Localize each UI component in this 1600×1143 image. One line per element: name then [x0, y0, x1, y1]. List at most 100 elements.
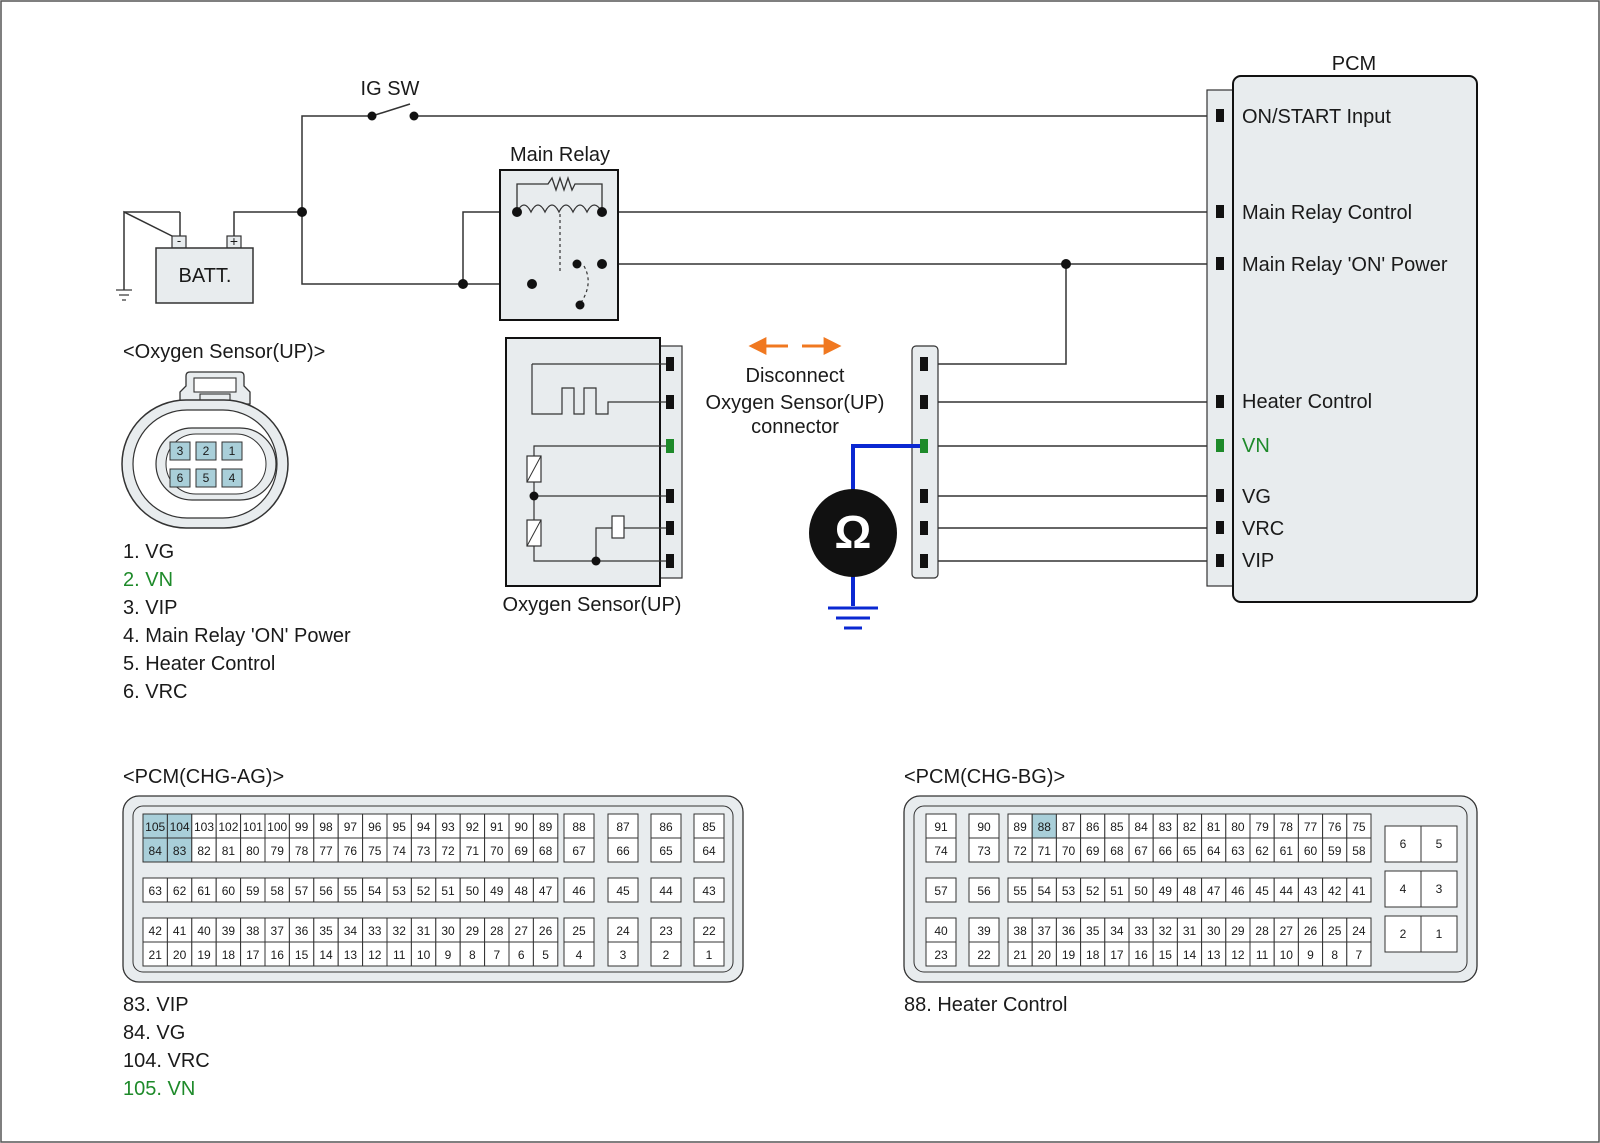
connector-pin-cell: [1322, 877, 1348, 903]
connector-pin-cell: [650, 837, 682, 863]
connector-pin-cell: [532, 877, 559, 903]
connector-pin-cell: [1249, 813, 1275, 839]
connector-pin-number: 51: [441, 884, 455, 898]
pcm-ag-pin-list-item: 105. VN: [123, 1078, 195, 1100]
sensor-pin: [195, 441, 217, 461]
connector-pin-number: 82: [197, 844, 211, 858]
connector-pin-number: 22: [977, 948, 991, 962]
connector-pin-number: 31: [417, 924, 431, 938]
connector-pin-number: 103: [194, 820, 214, 834]
connector-pin-number: 67: [1134, 844, 1148, 858]
sensor-pin: [221, 441, 243, 461]
connector-pin-cell: [166, 813, 193, 839]
connector-pin-number: 79: [271, 844, 285, 858]
connector-pin-number: 94: [417, 820, 431, 834]
connector-pin-number: 50: [1134, 884, 1148, 898]
pcm-pin-heater-control: Heater Control: [1242, 391, 1372, 413]
connector-pin-number: 61: [1280, 844, 1294, 858]
connector-pin-number: 7: [493, 948, 500, 962]
connector-pin-number: 72: [441, 844, 455, 858]
connector-pin-cell: [532, 837, 559, 863]
connector-pin-number: 60: [222, 884, 236, 898]
connector-pin-number: 79: [1255, 820, 1269, 834]
connector-pin-number: 64: [1207, 844, 1221, 858]
connector-pin-cell: [142, 941, 168, 967]
connector-pin-cell: [484, 813, 510, 839]
connector-pin-number: 51: [1110, 884, 1124, 898]
connector-pin-number: 38: [246, 924, 260, 938]
connector-pin-number: 47: [539, 884, 553, 898]
connector-pin-number: 100: [267, 820, 287, 834]
connector-pin-number: 40: [934, 924, 948, 938]
connector-pin-number: 63: [1231, 844, 1245, 858]
connector-pin-cell: [240, 837, 266, 863]
connector-pin-cell: [1007, 877, 1033, 903]
sensor-pin-list-item: 3. VIP: [123, 597, 177, 619]
connector-pin-number: 75: [368, 844, 382, 858]
connector-pin-cell: [386, 837, 412, 863]
connector-pin-cell: [1322, 837, 1348, 863]
connector-pin-number: 70: [490, 844, 504, 858]
connector-pin-cell: [1249, 917, 1275, 943]
connector-pin-cell: [968, 877, 1000, 903]
connector-pin-number: 11: [393, 948, 406, 962]
connector-pin-cell: [1249, 941, 1275, 967]
connector-pin-cell: [435, 813, 461, 839]
connector-pin-cell: [532, 941, 559, 967]
sensor-pin-list-item: 1. VG: [123, 541, 174, 563]
connector-pin-cell: [1273, 877, 1299, 903]
sensor-pin: [169, 441, 191, 461]
connector-pin-number: 86: [659, 820, 673, 834]
connector-pin-number: 18: [222, 948, 236, 962]
connector-pin-number: 81: [222, 844, 236, 858]
oxygen-sensor-title: <Oxygen Sensor(UP)>: [123, 341, 325, 363]
connector-pin-number: 14: [1183, 948, 1197, 962]
connector-pin-number: 49: [1159, 884, 1173, 898]
connector-pin-number: 18: [1086, 948, 1100, 962]
connector-pin-number: 54: [1038, 884, 1052, 898]
connector-pin-cell: [1152, 917, 1178, 943]
connector-pin-number: 59: [246, 884, 260, 898]
pcm-ag-pin-list-item: 104. VRC: [123, 1050, 210, 1072]
connector-pin-number: 105: [145, 820, 165, 834]
connector-pin-number: 93: [441, 820, 455, 834]
connector-pin-number: 68: [539, 844, 553, 858]
connector-pin-cell: [484, 917, 510, 943]
connector-pin-number: 37: [1038, 924, 1052, 938]
connector-pin-cell: [1420, 870, 1458, 908]
connector-pin-number: 16: [1134, 948, 1148, 962]
connector-pin-cell: [215, 941, 242, 967]
connector-pin-number: 69: [515, 844, 529, 858]
disconnect-note: Disconnect Oxygen Sensor(UP) connector: [706, 337, 884, 438]
connector-pin-cell: [607, 941, 639, 967]
pcm-module: PCM ON/START Input Main Relay Control Ma…: [1206, 53, 1478, 603]
connector-pin-cell: [925, 941, 957, 967]
connector-pin-number: 65: [1183, 844, 1197, 858]
connector-pin-cell: [693, 941, 725, 967]
connector-pin-number: 66: [1159, 844, 1173, 858]
connector-pin-number: 39: [222, 924, 236, 938]
connector-pin-number: 37: [271, 924, 285, 938]
connector-pin-number: 12: [1231, 948, 1245, 962]
connector-pin-cell: [362, 877, 388, 903]
connector-pin-number: 6: [1400, 837, 1407, 851]
connector-pin-cell: [1031, 877, 1057, 903]
connector-pin-cell: [1420, 825, 1458, 863]
connector-pin-number: 35: [1086, 924, 1100, 938]
connector-pin-cell: [1128, 877, 1154, 903]
connector-pin-number: 87: [616, 820, 630, 834]
connector-pin-number: 25: [572, 924, 586, 938]
connector-pin-number: 26: [1304, 924, 1318, 938]
connector-pin-number: 83: [1159, 820, 1173, 834]
connector-pin-cell: [264, 813, 290, 839]
connector-pin-cell: [925, 877, 957, 903]
connector-pin-number: 89: [539, 820, 553, 834]
connector-pin-number: 75: [1352, 820, 1366, 834]
connector-pin-cell: [1080, 813, 1106, 839]
sensor-pin-number: 2: [203, 444, 210, 458]
connector-pin-number: 33: [368, 924, 382, 938]
connector-pin-cell: [1322, 917, 1348, 943]
